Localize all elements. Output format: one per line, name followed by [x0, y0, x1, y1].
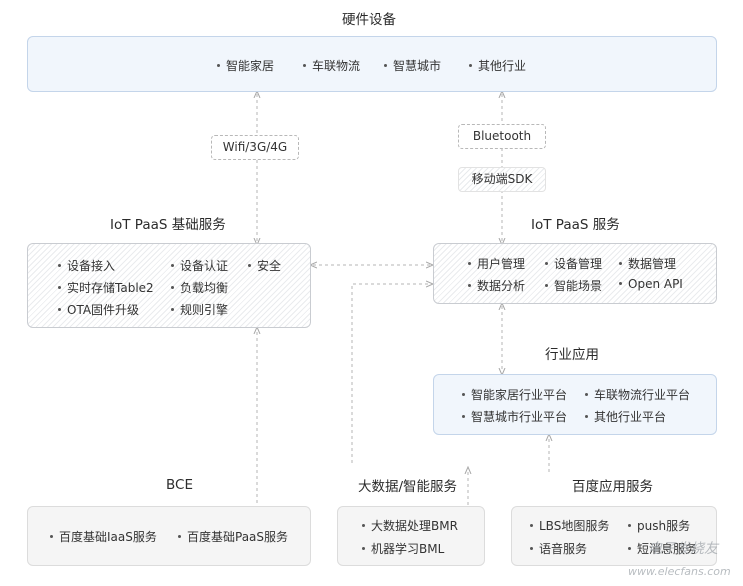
- bigdata-item: 机器学习BML: [362, 540, 444, 557]
- hardware-item: 智慧城市: [384, 57, 441, 74]
- bullet-icon: [58, 264, 61, 267]
- basic-paas-item: 安全: [248, 257, 281, 274]
- paas-item: 用户管理: [468, 255, 525, 272]
- hardware-box: 智能家居 车联物流 智慧城市 其他行业: [27, 36, 717, 92]
- watermark-text: 电子发烧友: [648, 541, 718, 557]
- bigdata-item: 大数据处理BMR: [362, 517, 458, 534]
- bullet-icon: [362, 547, 365, 550]
- bullet-icon: [50, 535, 53, 538]
- bullet-icon: [217, 64, 220, 67]
- basic-paas-box: 设备接入 设备认证 安全 实时存储Table2 负载均衡 OTA固件升级 规则引…: [27, 243, 311, 328]
- bullet-icon: [171, 286, 174, 289]
- sdk-tag: 移动端SDK: [458, 167, 546, 192]
- paas-item: 设备管理: [545, 255, 602, 272]
- hardware-item: 车联物流: [303, 57, 360, 74]
- paas-box: 用户管理 设备管理 数据管理 数据分析 智能场景 Open API: [433, 243, 717, 304]
- industry-title: 行业应用: [545, 347, 599, 363]
- baidu-app-box: LBS地图服务 push服务 语音服务 短消息服务: [511, 506, 717, 566]
- baidu-app-item: 短消息服务: [628, 540, 697, 557]
- bullet-icon: [545, 262, 548, 265]
- bullet-icon: [530, 524, 533, 527]
- wifi-tag: Wifi/3G/4G: [211, 135, 299, 160]
- basic-paas-title: IoT PaaS 基础服务: [110, 217, 226, 233]
- bigdata-box: 大数据处理BMR 机器学习BML: [337, 506, 485, 566]
- hardware-title: 硬件设备: [342, 12, 396, 28]
- bullet-icon: [248, 264, 251, 267]
- paas-title: IoT PaaS 服务: [531, 217, 620, 233]
- bullet-icon: [545, 284, 548, 287]
- bce-title: BCE: [166, 477, 193, 493]
- bullet-icon: [58, 286, 61, 289]
- basic-paas-item: 设备认证: [171, 257, 228, 274]
- industry-item: 其他行业平台: [585, 408, 666, 425]
- bullet-icon: [619, 262, 622, 265]
- hardware-item: 智能家居: [217, 57, 274, 74]
- bullet-icon: [171, 308, 174, 311]
- paas-item: Open API: [619, 277, 683, 291]
- bullet-icon: [303, 64, 306, 67]
- baidu-app-item: 语音服务: [530, 540, 587, 557]
- bce-box: 百度基础IaaS服务 百度基础PaaS服务: [27, 506, 311, 566]
- basic-paas-item: 设备接入: [58, 257, 115, 274]
- paas-item: 数据分析: [468, 277, 525, 294]
- hardware-item: 其他行业: [469, 57, 526, 74]
- bullet-icon: [468, 284, 471, 287]
- industry-item: 车联物流行业平台: [585, 386, 690, 403]
- bullet-icon: [178, 535, 181, 538]
- paas-item: 数据管理: [619, 255, 676, 272]
- bullet-icon: [619, 282, 622, 285]
- bullet-icon: [469, 64, 472, 67]
- bullet-icon: [462, 415, 465, 418]
- industry-item: 智能家居行业平台: [462, 386, 567, 403]
- bullet-icon: [585, 393, 588, 396]
- industry-box: 智能家居行业平台 车联物流行业平台 智慧城市行业平台 其他行业平台: [433, 374, 717, 435]
- watermark-url: www.elecfans.com: [628, 565, 731, 578]
- paas-item: 智能场景: [545, 277, 602, 294]
- baidu-app-item: LBS地图服务: [530, 517, 609, 534]
- baidu-app-title: 百度应用服务: [572, 479, 653, 495]
- bce-item: 百度基础PaaS服务: [178, 528, 288, 545]
- basic-paas-item: 实时存储Table2: [58, 279, 154, 296]
- basic-paas-item: 负载均衡: [171, 279, 228, 296]
- bullet-icon: [171, 264, 174, 267]
- bullet-icon: [468, 262, 471, 265]
- connector-bigdata-paas: [351, 284, 430, 463]
- bullet-icon: [628, 524, 631, 527]
- basic-paas-item: 规则引擎: [171, 301, 228, 318]
- bullet-icon: [530, 547, 533, 550]
- baidu-app-item: push服务: [628, 517, 690, 534]
- bullet-icon: [58, 308, 61, 311]
- bullet-icon: [628, 547, 631, 550]
- bullet-icon: [462, 393, 465, 396]
- bullet-icon: [384, 64, 387, 67]
- bluetooth-tag: Bluetooth: [458, 124, 546, 149]
- bullet-icon: [585, 415, 588, 418]
- industry-item: 智慧城市行业平台: [462, 408, 567, 425]
- bullet-icon: [362, 524, 365, 527]
- bigdata-title: 大数据/智能服务: [358, 479, 458, 495]
- basic-paas-item: OTA固件升级: [58, 301, 139, 318]
- bce-item: 百度基础IaaS服务: [50, 528, 157, 545]
